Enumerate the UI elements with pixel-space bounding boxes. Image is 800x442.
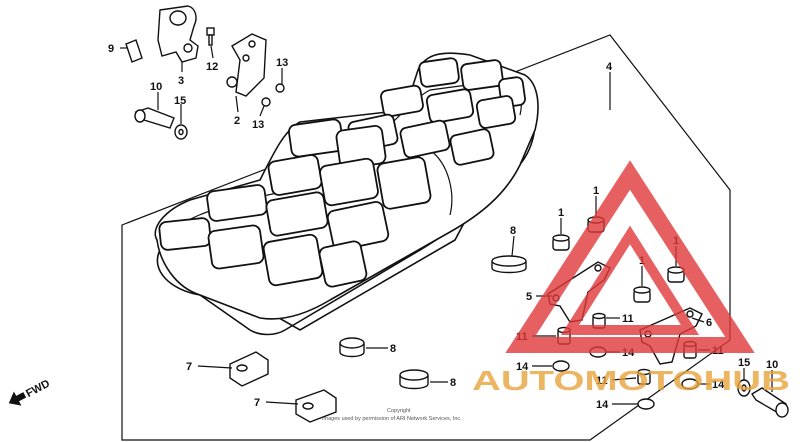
part-14-nut-d[interactable] [637,398,655,410]
callout-7-lower: 7 [254,397,260,409]
watermark-text: AUTOMOTOHUB [472,365,790,396]
callout-14-c: 14 [712,379,725,391]
callout-13-upper: 13 [276,57,288,69]
callout-14-d: 14 [596,399,609,411]
part-9-tube[interactable] [125,39,143,63]
part-1-grommet-c[interactable] [633,286,651,303]
callout-15-right: 15 [738,357,750,369]
part-10-bolt-left[interactable] [134,107,175,129]
watermark: AUTOMOTOHUB [472,160,790,396]
callout-9: 9 [108,43,114,55]
callout-2: 2 [234,115,240,127]
part-12-bolt[interactable] [206,27,215,46]
callout-14-a: 14 [516,361,529,373]
rear-pad-quilting [347,57,526,166]
callout-8-lower: 8 [450,377,456,389]
callout-8-middle: 8 [390,343,396,355]
front-pad-quilting [158,118,432,288]
fwd-arrow-icon [8,391,27,406]
part-8-rubber-middle[interactable] [339,337,365,358]
part-13-nut-upper[interactable] [275,83,285,93]
part-8-rubber-upper[interactable] [491,255,527,274]
part-15-washer-left[interactable] [174,124,188,140]
copyright-line-2: Images used by permission of ARI Network… [322,416,462,422]
callout-13-lower: 13 [252,119,264,131]
part-7-stopper-upper[interactable] [229,351,269,387]
part-10-bolt-right[interactable] [751,387,789,418]
callout-5: 5 [526,291,532,303]
callout-15-left: 15 [174,95,186,107]
callout-8-upper: 8 [510,225,516,237]
part-1-grommet-a[interactable] [552,234,570,251]
part-7-stopper-lower[interactable] [295,389,337,423]
callout-10-right: 10 [766,359,778,371]
part-2-bracket[interactable] [226,33,267,97]
callout-1-a: 1 [558,207,564,219]
watermark-triangle-icon [505,160,755,353]
callout-3: 3 [178,75,184,87]
copyright-line-1: Copyright [387,408,411,414]
callout-7-upper: 7 [186,361,192,373]
fwd-arrow: FWD [8,378,52,406]
callout-10-left: 10 [150,81,162,93]
callout-1-b: 1 [593,185,599,197]
callout-4: 4 [606,61,613,73]
callout-11-d: 11 [596,375,608,387]
part-8-rubber-lower[interactable] [399,369,429,390]
fwd-label: FWD [24,378,52,400]
part-11-collar-d[interactable] [637,368,651,385]
part-3-seat-lock[interactable] [157,5,199,63]
part-13-nut-lower[interactable] [261,97,271,107]
callout-12: 12 [206,61,218,73]
callout-6: 6 [706,317,712,329]
leader-lines [120,45,773,405]
callout-11-b: 11 [622,313,634,325]
seat-assembly[interactable] [154,52,539,336]
part-14-nut-a[interactable] [552,360,570,372]
